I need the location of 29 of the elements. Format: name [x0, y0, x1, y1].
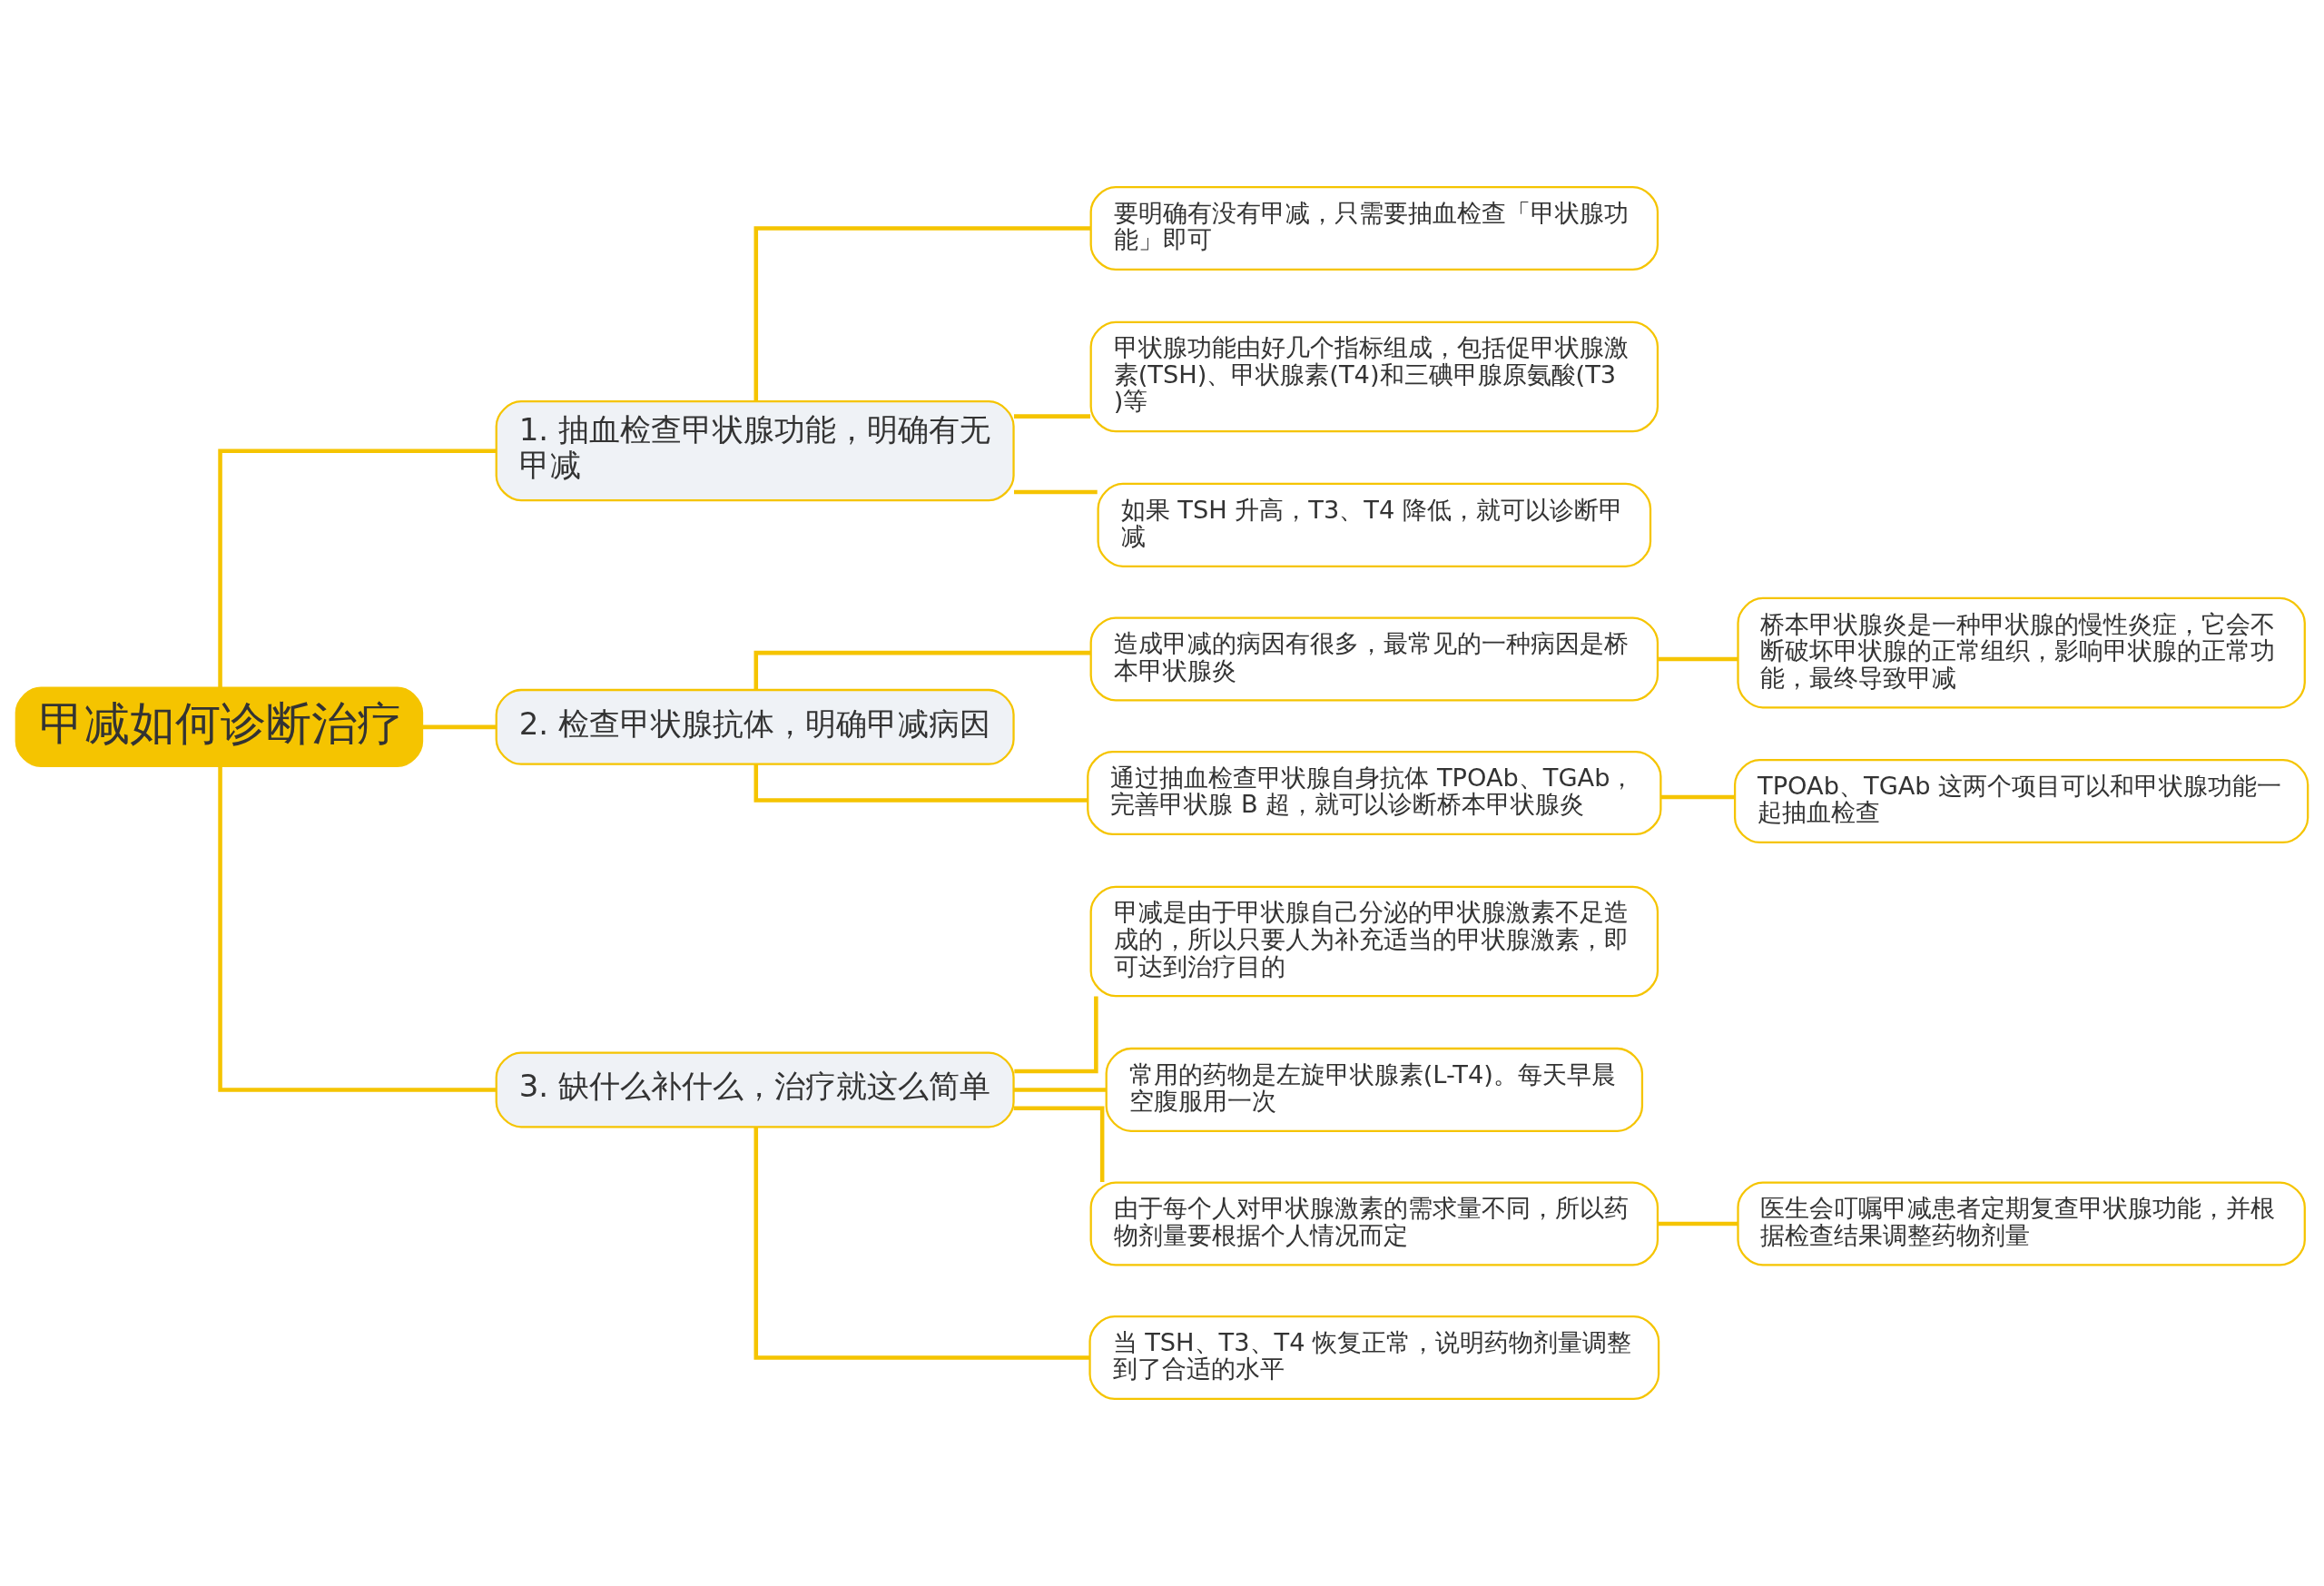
node-box: 1. 抽血检查甲状腺功能，明确有无甲减: [495, 400, 1015, 502]
node-box: 当 TSH、T3、T4 恢复正常，说明药物剂量调整到了合适的水平: [1088, 1315, 1660, 1401]
node-box: 由于每个人对甲状腺激素的需求量不同，所以药物剂量要根据个人情况而定: [1089, 1181, 1659, 1266]
node-box: 通过抽血检查甲状腺自身抗体 TPOAb、TGAb，完善甲状腺 B 超，就可以诊断桥本甲状腺炎: [1087, 750, 1662, 836]
connector: [1660, 794, 1735, 800]
node-box: 甲状腺功能由好几个指标组成，包括促甲状腺激素(TSH)、甲状腺素(T4)和三碘甲腺原氨酸(T3)等: [1089, 320, 1659, 433]
connector: [218, 766, 497, 1092]
node-box: 甲减如何诊断治疗: [15, 686, 424, 768]
node-box: 3. 缺什么补什么，治疗就这么简单: [495, 1051, 1015, 1128]
connector: [1014, 1088, 1107, 1092]
connector: [1014, 414, 1090, 419]
connector: [1014, 489, 1098, 495]
connector: [1658, 656, 1738, 662]
connector: [1658, 1221, 1738, 1226]
node-box: 桥本甲状腺炎是一种甲状腺的慢性炎症，它会不断破坏甲状腺的正常组织，影响甲状腺的正常功能，最终导致甲减: [1737, 596, 2306, 709]
node-box: 甲减是由于甲状腺自己分泌的甲状腺激素不足造成的，所以只要人为补充适当的甲状腺激素，即可达到治疗目的: [1089, 885, 1659, 998]
node-box: 医生会叮嘱甲减患者定期复查甲状腺功能，并根据检查结果调整药物剂量: [1737, 1181, 2306, 1266]
node-box: 要明确有没有甲减，只需要抽血检查「甲状腺功能」即可: [1089, 185, 1659, 271]
connector: [422, 724, 497, 730]
connector: [753, 1127, 1090, 1360]
node-box: 造成甲减的病因有很多，最常见的一种病因是桥本甲状腺炎: [1089, 616, 1659, 702]
node-box: 常用的药物是左旋甲状腺素(L-T4)。每天早晨空腹服用一次: [1105, 1047, 1644, 1132]
node-box: 2. 检查甲状腺抗体，明确甲减病因: [495, 688, 1015, 765]
node-box: TPOAb、TGAb 这两个项目可以和甲状腺功能一起抽血检查: [1733, 759, 2309, 844]
node-box: 如果 TSH 升高，T3、T4 降低，就可以诊断甲减: [1097, 482, 1652, 567]
connector: [1013, 1106, 1105, 1183]
connector: [1014, 996, 1098, 1074]
connector: [218, 448, 497, 688]
connector: [753, 226, 1091, 401]
